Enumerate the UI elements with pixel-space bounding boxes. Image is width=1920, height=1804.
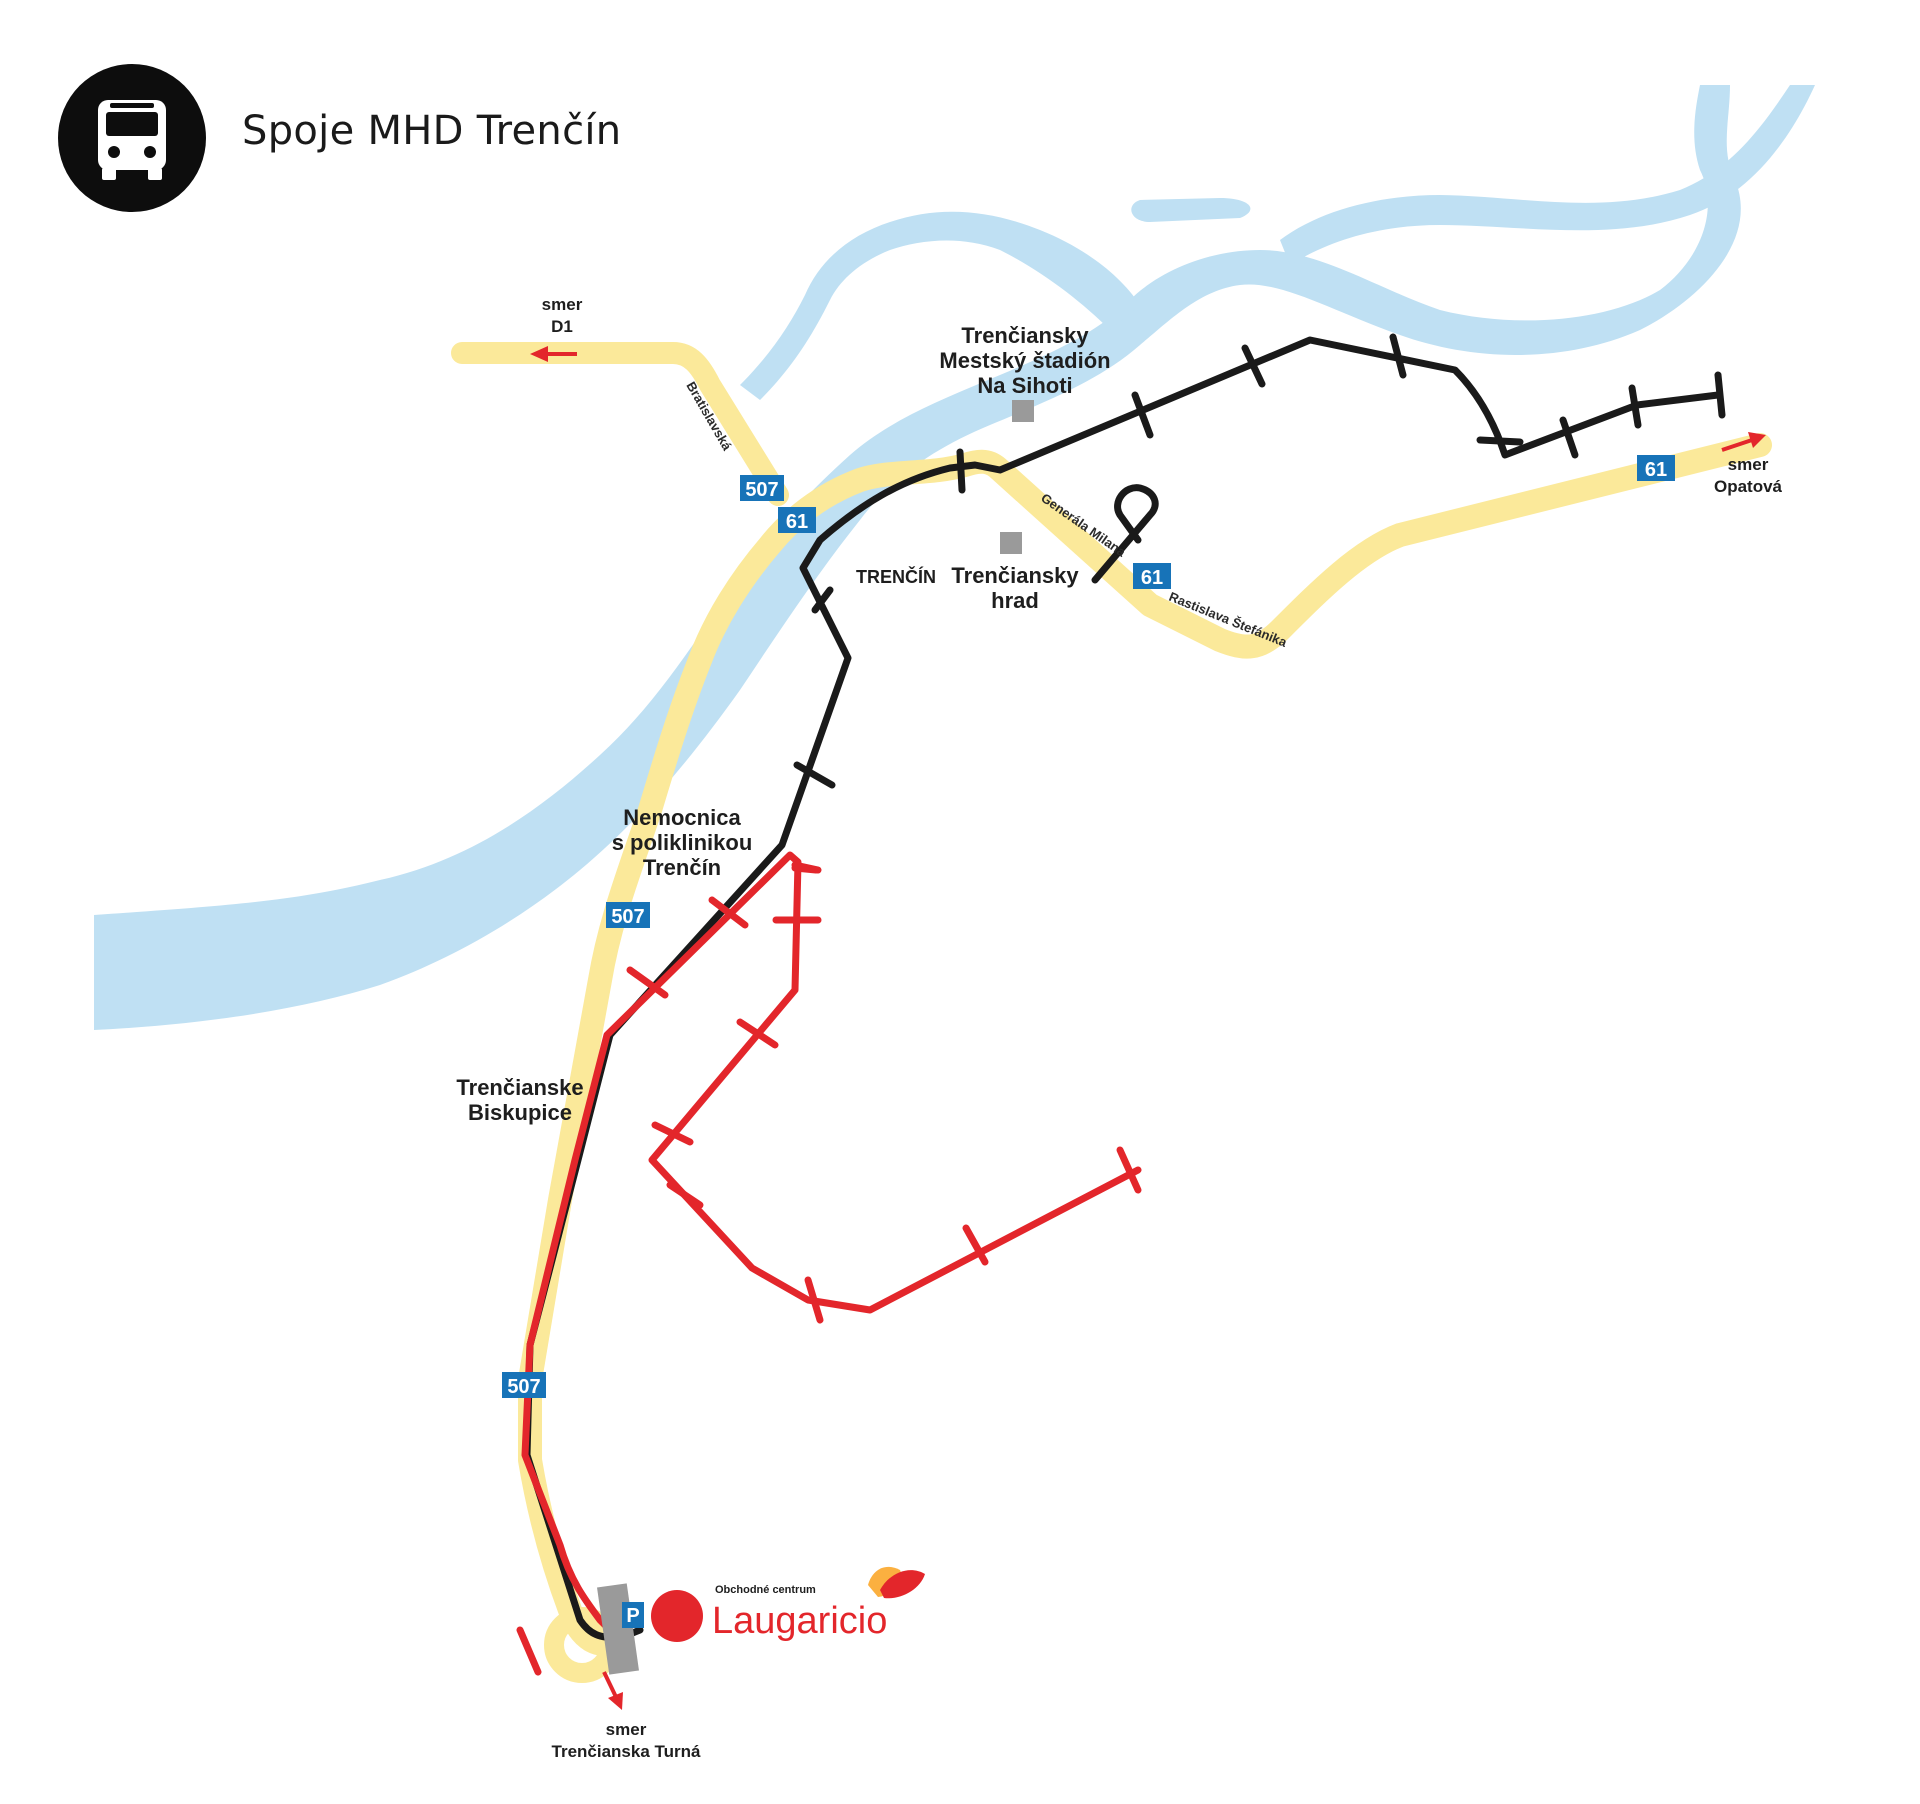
svg-text:507: 507	[611, 906, 644, 928]
mall-name: Laugaricio	[712, 1600, 887, 1642]
bus-line-black	[523, 336, 1722, 1642]
svg-text:Trenčín: Trenčín	[643, 855, 721, 880]
mall-marker	[651, 1590, 703, 1642]
road-badge-61-top: 61	[778, 507, 816, 533]
mall-logo: Obchodné centrum Laugaricio	[712, 1566, 925, 1642]
road-badge-61-east: 61	[1637, 455, 1675, 481]
road-badge-507-mid: 507	[606, 902, 650, 928]
direction-d1-label: smer D1	[542, 295, 583, 336]
mall-subtitle: Obchodné centrum	[715, 1584, 816, 1596]
svg-text:Opatová: Opatová	[1714, 477, 1783, 496]
svg-text:Biskupice: Biskupice	[468, 1100, 572, 1125]
stadium-marker	[1012, 400, 1034, 422]
arrow-down-icon	[602, 1671, 623, 1710]
hospital-label: Nemocnica s poliklinikou Trenčín	[612, 805, 753, 880]
svg-text:hrad: hrad	[991, 588, 1039, 613]
svg-text:61: 61	[1141, 567, 1163, 589]
svg-text:Trenčianska Turná: Trenčianska Turná	[552, 1742, 702, 1761]
svg-text:s poliklinikou: s poliklinikou	[612, 830, 753, 855]
svg-text:507: 507	[507, 1376, 540, 1398]
svg-text:smer: smer	[606, 1720, 647, 1739]
stadium-label: Trenčiansky Mestský štadión Na Sihoti	[939, 323, 1110, 398]
road-badge-507-top: 507	[740, 475, 784, 501]
river	[94, 85, 1815, 1030]
svg-text:D1: D1	[551, 317, 573, 336]
svg-text:smer: smer	[1728, 455, 1769, 474]
svg-text:Trenčiansky: Trenčiansky	[951, 563, 1079, 588]
arrow-left-icon	[530, 346, 577, 362]
page-title: Spoje MHD Trenčín	[242, 108, 622, 154]
castle-marker	[1000, 532, 1022, 554]
stops-red	[516, 864, 1142, 1676]
svg-text:Mestský štadión: Mestský štadión	[939, 348, 1110, 373]
parking-label: P	[626, 1605, 639, 1627]
parking-sign	[622, 1602, 644, 1628]
road-badge-61-castle: 61	[1133, 563, 1171, 589]
svg-text:smer: smer	[542, 295, 583, 314]
bus-icon	[98, 100, 166, 180]
svg-text:Trenčiansky: Trenčiansky	[961, 323, 1089, 348]
direction-opatova-label: smer Opatová	[1714, 455, 1783, 496]
city-label: TRENČÍN	[856, 566, 936, 587]
castle-label: Trenčiansky hrad	[951, 563, 1079, 613]
svg-text:Na Sihoti: Na Sihoti	[977, 373, 1072, 398]
direction-tuma-label: smer Trenčianska Turná	[552, 1720, 702, 1761]
bus-badge	[58, 64, 206, 212]
svg-text:507: 507	[745, 479, 778, 501]
bus-line-red	[521, 851, 1142, 1654]
road-badge-507-low: 507	[502, 1372, 546, 1398]
svg-text:61: 61	[1645, 459, 1667, 481]
arrow-right-icon	[1721, 432, 1766, 452]
biskupice-label: Trenčianske Biskupice	[456, 1075, 583, 1125]
svg-text:61: 61	[786, 511, 808, 533]
svg-text:Trenčianske: Trenčianske	[456, 1075, 583, 1100]
svg-text:Nemocnica: Nemocnica	[623, 805, 741, 830]
stops-black	[793, 333, 1726, 789]
